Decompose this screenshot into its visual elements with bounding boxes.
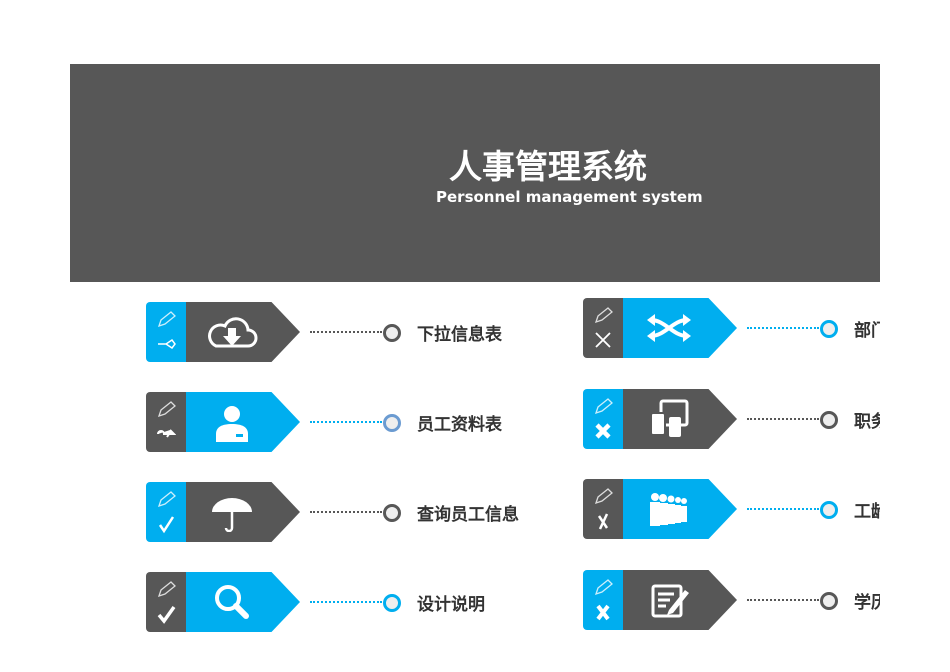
- card-icon-area: [623, 570, 737, 630]
- connector-line: [747, 327, 819, 329]
- connector-dot: [820, 501, 838, 519]
- pencil-icon[interactable]: [593, 578, 613, 598]
- edit-document-icon: [651, 584, 689, 618]
- connector-line: [310, 421, 382, 423]
- page-subtitle: Personnel management system: [436, 188, 703, 206]
- card-icon-area: [623, 298, 737, 358]
- card-actions: [583, 570, 623, 630]
- umbrella-icon: [212, 498, 252, 532]
- menu-card[interactable]: [583, 389, 737, 449]
- connector-line: [747, 599, 819, 601]
- connector-line: [310, 331, 382, 333]
- menu-item-label[interactable]: 职务: [854, 412, 880, 432]
- menu-item-label[interactable]: 学历: [854, 593, 880, 613]
- card-actions: [583, 389, 623, 449]
- connector-dot: [820, 320, 838, 338]
- connector-line: [310, 601, 382, 603]
- pencil-icon[interactable]: [156, 490, 176, 510]
- close-icon[interactable]: [593, 330, 613, 350]
- menu-card[interactable]: [146, 392, 300, 452]
- pencil-icon[interactable]: [156, 580, 176, 600]
- shuffle-icon: [647, 314, 691, 342]
- menu-item[interactable]: 职务: [583, 389, 880, 449]
- menu-item-label[interactable]: 员工资料表: [417, 415, 502, 435]
- menu-item-label[interactable]: 查询员工信息: [417, 505, 519, 525]
- connector-dot: [383, 324, 401, 342]
- menu-card[interactable]: [146, 572, 300, 632]
- menu-card[interactable]: [583, 298, 737, 358]
- menu-item[interactable]: 查询员工信息: [146, 482, 519, 542]
- close-icon[interactable]: [593, 602, 613, 622]
- menu-item-label[interactable]: 工龄: [854, 502, 880, 522]
- menu-item[interactable]: 下拉信息表: [146, 302, 502, 362]
- card-icon-area: [623, 479, 737, 539]
- card-icon-area: [186, 302, 300, 362]
- card-actions: [146, 302, 186, 362]
- check-icon[interactable]: [156, 514, 176, 534]
- card-actions: [146, 482, 186, 542]
- card-icon-area: [186, 572, 300, 632]
- connector-line: [747, 508, 819, 510]
- people-icon: [650, 493, 687, 526]
- connector-dot: [383, 414, 401, 432]
- card-icon-area: [623, 389, 737, 449]
- close-icon[interactable]: [593, 511, 613, 531]
- menu-item-label[interactable]: 部门: [854, 321, 880, 341]
- card-icon-area: [186, 482, 300, 542]
- close-icon[interactable]: [593, 421, 613, 441]
- connector-dot: [820, 411, 838, 429]
- pencil-icon[interactable]: [156, 310, 176, 330]
- connector-dot: [383, 594, 401, 612]
- pen-nib-icon[interactable]: [156, 334, 176, 354]
- pencil-icon[interactable]: [593, 397, 613, 417]
- pen-nib-icon[interactable]: [156, 424, 176, 444]
- card-actions: [583, 298, 623, 358]
- menu-card[interactable]: [146, 302, 300, 362]
- menu-card[interactable]: [583, 479, 737, 539]
- menu-item-label[interactable]: 设计说明: [417, 595, 485, 615]
- menu-item[interactable]: 工龄: [583, 479, 880, 539]
- menu-item[interactable]: 设计说明: [146, 572, 485, 632]
- menu-card[interactable]: [146, 482, 300, 542]
- header-banner: 人事管理系统 Personnel management system: [70, 64, 880, 282]
- menu-card[interactable]: [583, 570, 737, 630]
- card-actions: [146, 572, 186, 632]
- menu-item[interactable]: 部门: [583, 298, 880, 358]
- card-icon-area: [186, 392, 300, 452]
- check-icon[interactable]: [156, 604, 176, 624]
- menu-item[interactable]: 员工资料表: [146, 392, 502, 452]
- devices-icon: [650, 399, 689, 437]
- cloud-download-icon: [208, 317, 258, 348]
- page-title: 人事管理系统: [449, 147, 647, 186]
- pencil-icon[interactable]: [156, 400, 176, 420]
- slide: 人事管理系统 Personnel management system 下拉信息表…: [70, 64, 880, 632]
- connector-dot: [820, 592, 838, 610]
- card-actions: [146, 392, 186, 452]
- menu-item[interactable]: 学历: [583, 570, 880, 630]
- user-icon: [216, 406, 248, 442]
- pencil-icon[interactable]: [593, 487, 613, 507]
- pencil-icon[interactable]: [593, 306, 613, 326]
- search-icon: [215, 585, 249, 619]
- menu-item-label[interactable]: 下拉信息表: [417, 325, 502, 345]
- connector-line: [747, 418, 819, 420]
- connector-dot: [383, 504, 401, 522]
- connector-line: [310, 511, 382, 513]
- card-actions: [583, 479, 623, 539]
